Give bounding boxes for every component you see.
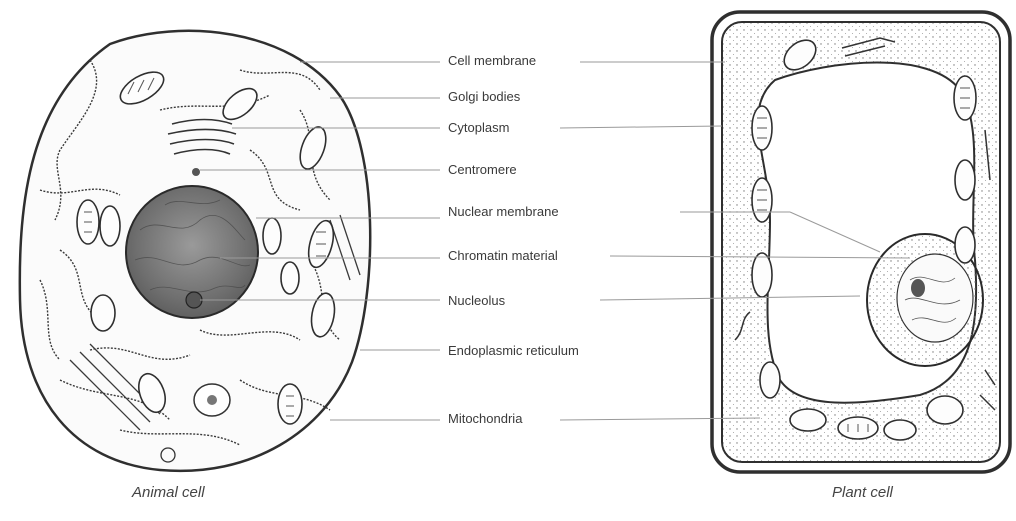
label-nuclear-membrane: Nuclear membrane bbox=[448, 204, 559, 219]
plant-nucleolus bbox=[911, 279, 925, 297]
label-endoplasmic-reticulum: Endoplasmic reticulum bbox=[448, 343, 579, 358]
label-cytoplasm: Cytoplasm bbox=[448, 120, 509, 135]
label-chromatin-material: Chromatin material bbox=[448, 248, 558, 263]
animal-centromere bbox=[192, 168, 200, 176]
caption-animal-cell: Animal cell bbox=[132, 484, 205, 501]
animal-vacuole bbox=[194, 384, 230, 416]
label-nucleolus: Nucleolus bbox=[448, 293, 505, 308]
label-golgi-bodies: Golgi bodies bbox=[448, 89, 520, 104]
animal-cell bbox=[20, 31, 370, 471]
animal-nucleolus bbox=[186, 292, 202, 308]
animal-nucleus bbox=[126, 186, 258, 318]
label-cell-membrane: Cell membrane bbox=[448, 53, 536, 68]
label-mitochondria: Mitochondria bbox=[448, 411, 522, 426]
caption-plant-cell: Plant cell bbox=[832, 484, 893, 501]
plant-cell bbox=[712, 12, 1010, 472]
label-centromere: Centromere bbox=[448, 162, 517, 177]
